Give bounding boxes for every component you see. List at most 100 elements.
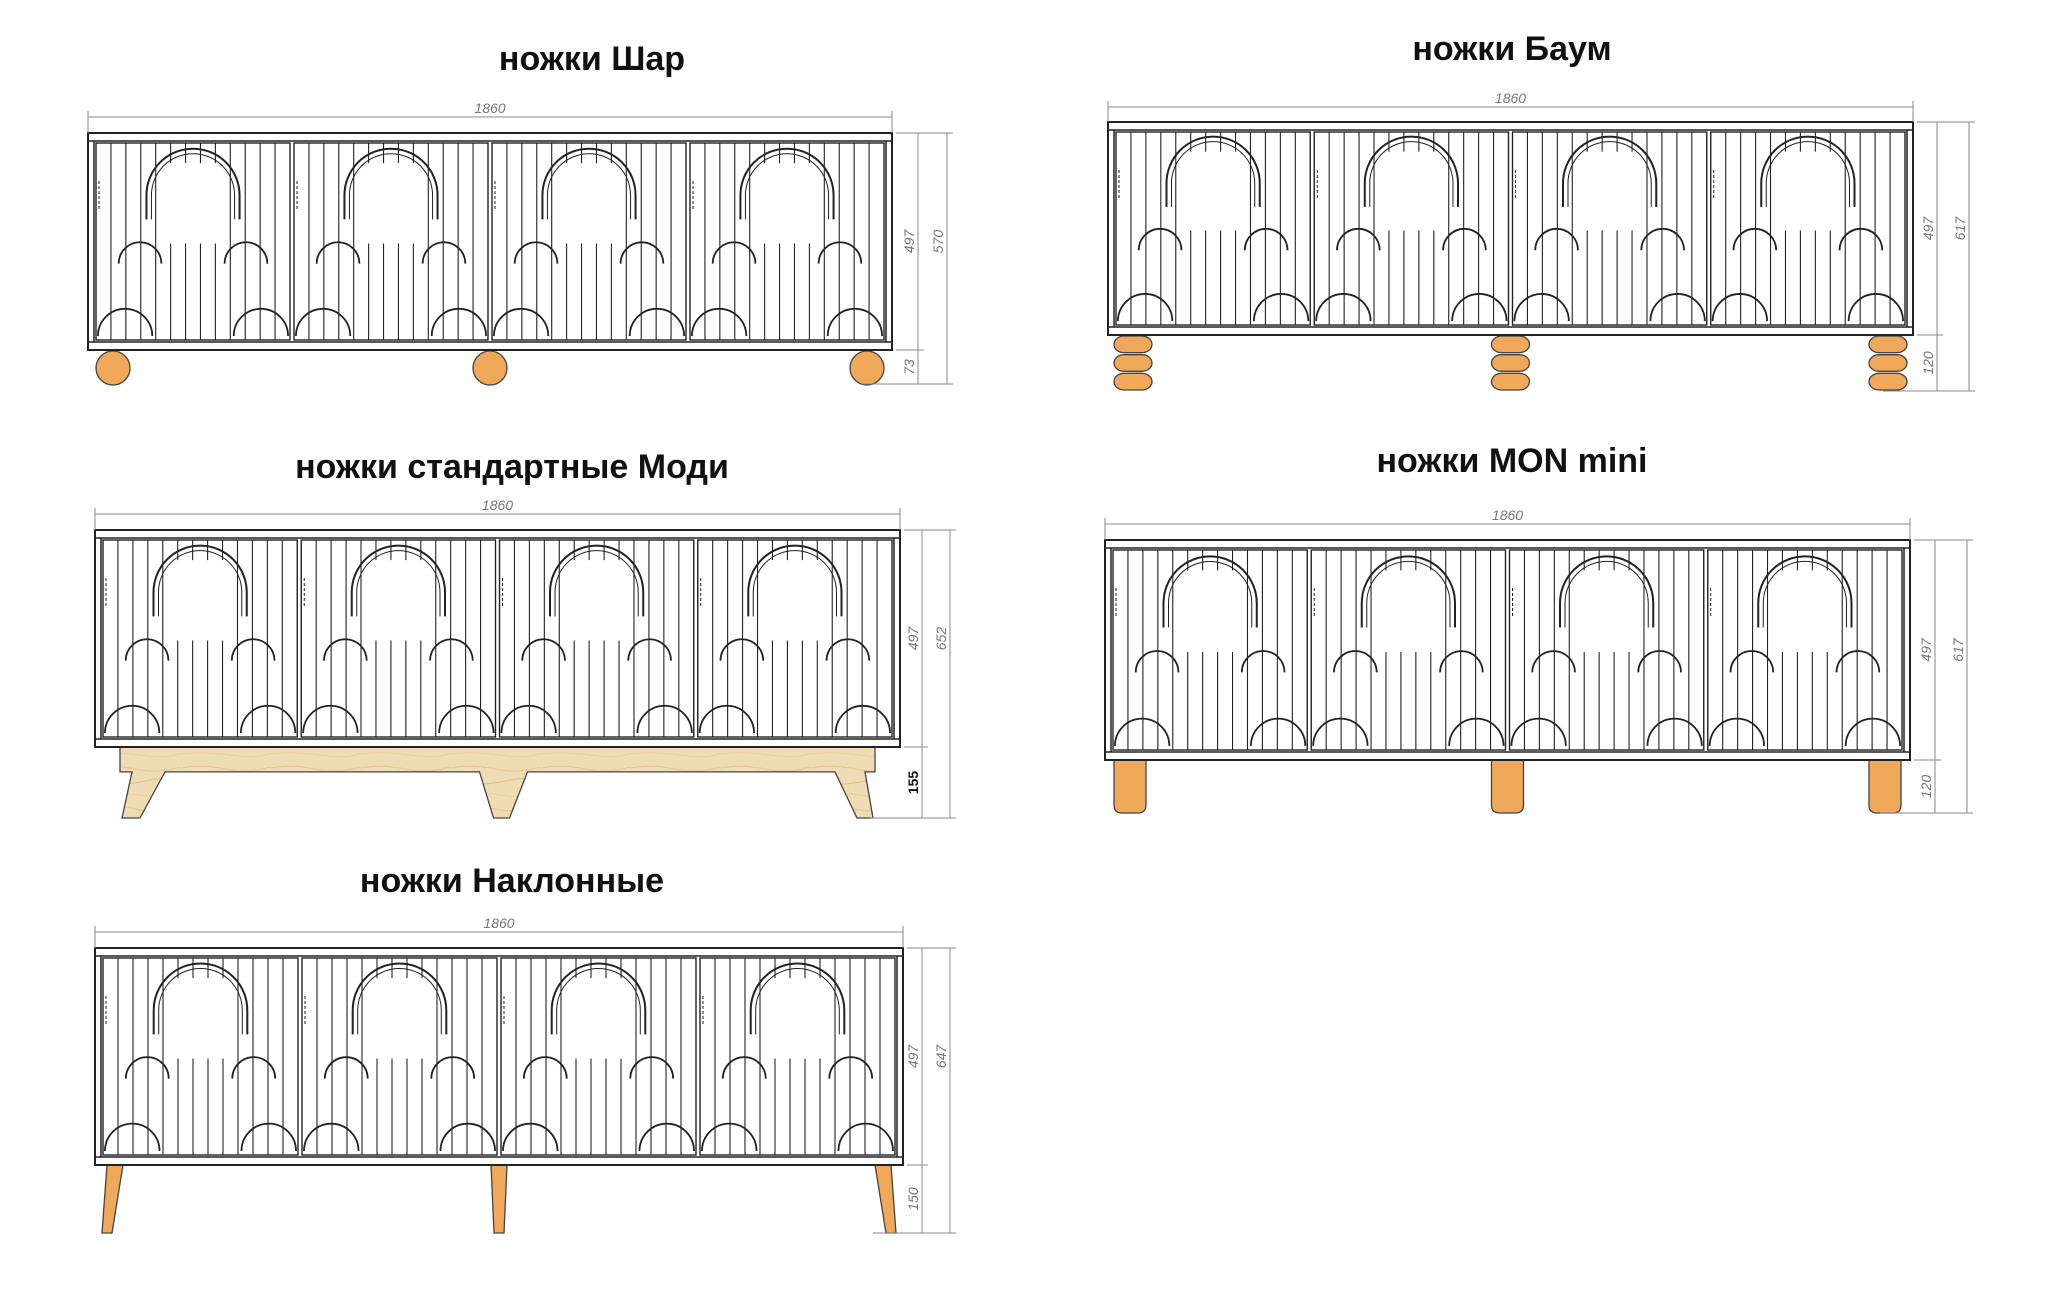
cabinet-body [1107, 121, 1914, 336]
door-frame [102, 539, 298, 738]
leg-disc [1868, 354, 1908, 372]
cabinet-door [1511, 131, 1708, 326]
door-small-arch [430, 1056, 476, 1079]
cabinet-door [293, 142, 489, 341]
leg-ball [472, 350, 508, 386]
door-frame [102, 957, 299, 1156]
door-small-arch [719, 638, 765, 661]
door-corner-arch [1253, 293, 1310, 322]
door-frame [697, 539, 893, 738]
cabinet-door [491, 142, 687, 341]
door-corner-arch [493, 307, 550, 336]
cabinet-body [1104, 539, 1911, 761]
door-corner-arch [1312, 717, 1369, 746]
leg-disc [1868, 335, 1908, 354]
width-label: 1860 [483, 915, 514, 931]
door-corner-arch [698, 704, 755, 733]
leg-disc [1490, 354, 1531, 372]
door-corner-arch [826, 307, 883, 336]
door-arch-inner [1366, 561, 1451, 628]
door-small-arch [223, 241, 269, 264]
door-arch [152, 962, 249, 1035]
width-label: 1860 [1492, 507, 1523, 523]
door-arch [1559, 556, 1655, 628]
door-corner-arch [636, 704, 693, 733]
door-frame [1707, 549, 1903, 751]
door-corner-arch [104, 1122, 161, 1151]
door-small-arch [1729, 650, 1775, 673]
door-arch-inner [556, 968, 641, 1035]
door-small-arch [124, 638, 170, 661]
door-corner-arch [834, 704, 891, 733]
body-height-label: 497 [1920, 216, 1936, 241]
door-corner-arch [240, 1122, 297, 1151]
door-corner-arch [438, 705, 495, 733]
door-arch [1757, 556, 1853, 628]
cabinet-door [102, 957, 299, 1156]
door-small-arch [323, 1056, 369, 1079]
door-arch-inner [755, 968, 840, 1035]
total-height-label: 617 [1952, 216, 1968, 241]
door-arch [749, 962, 846, 1035]
door-small-arch [619, 241, 665, 264]
door-arch [152, 544, 248, 617]
door-corner-arch [97, 307, 154, 336]
door-corner-arch [1117, 293, 1174, 322]
body-height-label: 497 [905, 1044, 921, 1069]
cabinet-body [94, 947, 904, 1166]
door-arch-inner [1765, 141, 1850, 207]
door-corner-arch [303, 1122, 360, 1151]
door-small-arch [1439, 650, 1484, 673]
door-corner-arch [240, 704, 297, 733]
cabinet-door [689, 142, 885, 341]
door-frame [1313, 131, 1510, 326]
door-corner-arch [1315, 293, 1372, 322]
leg-tapered [874, 1164, 897, 1234]
door-frame [498, 539, 695, 738]
door-arch [145, 147, 241, 220]
door-corner-arch [1847, 293, 1904, 322]
door-small-arch [721, 1056, 767, 1079]
door-small-arch [521, 638, 566, 661]
door-arch-inner [158, 968, 243, 1035]
door-small-arch [1442, 228, 1487, 251]
door-small-arch [421, 241, 467, 264]
total-height-label: 652 [933, 627, 949, 651]
door-corner-arch [837, 1122, 894, 1151]
leg-stacked [1868, 335, 1908, 391]
leg-disc [1868, 372, 1908, 391]
door-frame [300, 539, 497, 738]
door-arch [541, 147, 637, 220]
door-arch [549, 544, 645, 617]
door-small-arch [711, 241, 757, 264]
door-small-arch [1637, 650, 1682, 673]
width-label: 1860 [1495, 90, 1526, 106]
cabinet-door [102, 539, 298, 738]
cabinet-door [301, 957, 498, 1156]
door-arch-inner [546, 153, 632, 220]
cabinet-door [1115, 131, 1311, 326]
cabinet-door [699, 957, 896, 1156]
cabinet-door [95, 142, 291, 341]
door-corner-arch [1708, 717, 1765, 746]
cabinet-body [94, 529, 901, 748]
total-height-label: 570 [930, 230, 946, 254]
door-small-arch [627, 638, 672, 661]
door-small-arch [1838, 228, 1884, 251]
door-corner-arch [691, 307, 748, 336]
leg-height-label: 120 [1920, 351, 1936, 375]
leg-tapered [101, 1164, 124, 1234]
door-corner-arch [430, 307, 487, 336]
door-arch-inner [1762, 561, 1847, 628]
door-corner-arch [232, 307, 289, 336]
door-small-arch [429, 638, 474, 661]
door-frame [95, 142, 291, 341]
door-corner-arch [1649, 293, 1706, 322]
door-arch [350, 544, 446, 617]
door-arch [1360, 556, 1456, 628]
leg-height-label: 120 [1918, 775, 1934, 799]
door-small-arch [1534, 228, 1579, 251]
door-corner-arch [1448, 717, 1505, 746]
